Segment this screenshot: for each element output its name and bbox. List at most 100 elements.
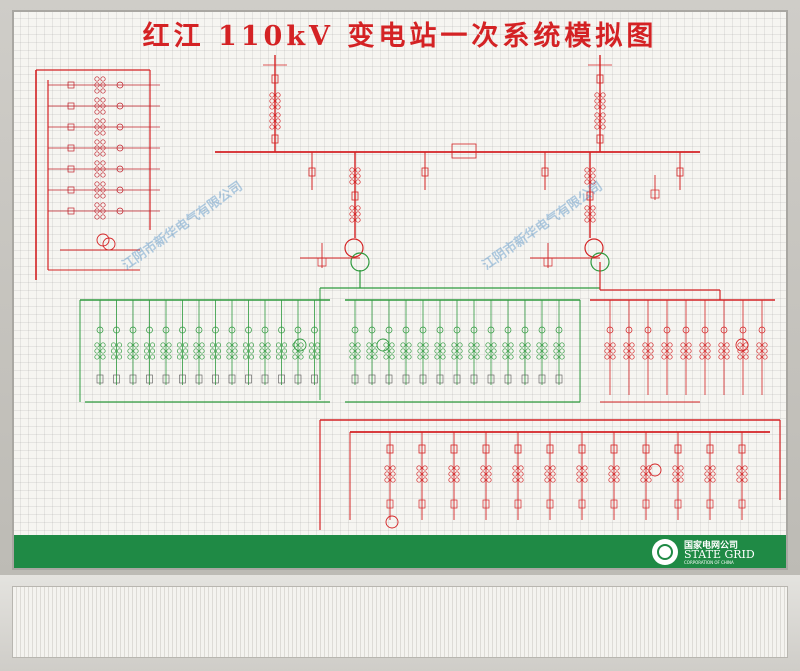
lower-ct (454, 471, 460, 477)
left-ct (100, 193, 106, 199)
110kv-ct (269, 112, 275, 118)
35kv-ct (667, 342, 673, 348)
breaker-symbol (610, 444, 618, 454)
35kv-ct (648, 354, 654, 360)
lower-ct (608, 477, 614, 483)
10kv-switch (538, 326, 546, 334)
left-ct (100, 76, 106, 82)
lower-terminal (738, 499, 746, 509)
lower-terminal (674, 499, 682, 509)
10kv-switch (146, 326, 153, 334)
10kv-terminal (453, 374, 461, 384)
10kv-switch (278, 326, 285, 334)
10kv-ct (491, 342, 497, 348)
10kv-ct (94, 342, 100, 348)
left-ct (100, 181, 106, 187)
transformer-ct (355, 217, 361, 223)
lower-transformer (648, 463, 662, 477)
lower-terminal (610, 499, 618, 509)
35kv-ct (667, 354, 673, 360)
lower-ct (518, 465, 524, 471)
lower-ct (582, 465, 588, 471)
35kv-switch (682, 326, 690, 334)
lower-ct (422, 465, 428, 471)
10kv-ct (491, 348, 497, 354)
10kv-ct (110, 354, 117, 360)
10kv-terminal (195, 374, 203, 384)
10kv-terminal (504, 374, 512, 384)
breaker-symbol (541, 167, 549, 177)
35kv-ct (642, 354, 648, 360)
10kv-ct (474, 342, 480, 348)
10kv-ct (389, 354, 395, 360)
10kv-ct (519, 348, 525, 354)
breaker-symbol (308, 167, 316, 177)
lower-ct (480, 465, 486, 471)
left-ct (100, 202, 106, 208)
station-transformer (293, 338, 307, 352)
35kv-switch (720, 326, 728, 334)
10kv-terminal (228, 374, 236, 384)
left-ct (94, 103, 100, 109)
10kv-ct (542, 342, 548, 348)
110kv-ct (594, 118, 600, 124)
transformer-ct (590, 167, 596, 173)
10kv-switch (179, 326, 186, 334)
10kv-switch (368, 326, 376, 334)
10kv-ct (314, 354, 321, 360)
10kv-ct (468, 354, 474, 360)
35kv-ct (762, 342, 768, 348)
110kv-ct (600, 98, 606, 104)
left-ct (100, 103, 106, 109)
10kv-switch (470, 326, 478, 334)
110kv-ct (269, 118, 275, 124)
110kv-ct (275, 104, 281, 110)
10kv-ct (491, 354, 497, 360)
35kv-ct (705, 354, 711, 360)
10kv-terminal (385, 374, 393, 384)
10kv-terminal (419, 374, 427, 384)
10kv-ct (176, 348, 183, 354)
35kv-ct (610, 342, 616, 348)
lower-ct (550, 477, 556, 483)
10kv-ct (298, 342, 304, 348)
lower-ct (544, 465, 550, 471)
110kv-ct (594, 124, 600, 130)
left-ct (94, 193, 100, 199)
10kv-ct (440, 342, 446, 348)
lower-ct (710, 471, 716, 477)
10kv-ct (193, 348, 199, 354)
110kv-ct (600, 124, 606, 130)
left-ct (100, 160, 106, 166)
10kv-ct (209, 342, 216, 348)
110kv-ct (594, 98, 600, 104)
left-ct (94, 109, 100, 115)
10kv-switch (311, 326, 318, 334)
lower-ct (672, 477, 678, 483)
10kv-ct (502, 348, 508, 354)
10kv-ct (116, 348, 123, 354)
10kv-ct (215, 348, 222, 354)
10kv-ct (440, 354, 446, 360)
10kv-ct (457, 348, 463, 354)
lower-ct (640, 471, 646, 477)
10kv-switch (162, 326, 170, 334)
left-ct (94, 88, 100, 94)
left-ct (100, 172, 106, 178)
breaker-symbol (418, 444, 426, 454)
10kv-ct (417, 354, 423, 360)
110kv-ct (600, 112, 606, 118)
110kv-ct (269, 92, 275, 98)
10kv-ct (536, 342, 542, 348)
110kv-ct (269, 98, 275, 104)
main-transformer-1-lv (350, 252, 370, 272)
left-breaker (67, 186, 75, 194)
10kv-terminal (470, 374, 478, 384)
transformer-ct (355, 167, 361, 173)
left-terminal (116, 102, 124, 110)
10kv-ct (502, 354, 508, 360)
35kv-ct (756, 342, 762, 348)
lower-ct (486, 471, 492, 477)
10kv-terminal (436, 374, 444, 384)
35kv-ct (699, 342, 705, 348)
